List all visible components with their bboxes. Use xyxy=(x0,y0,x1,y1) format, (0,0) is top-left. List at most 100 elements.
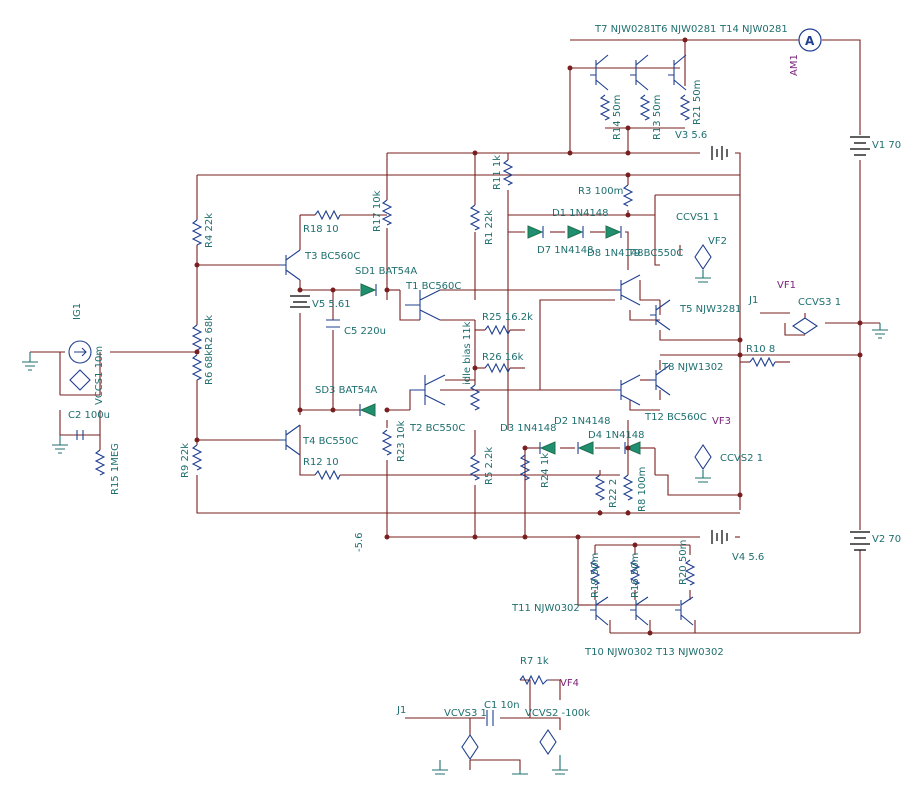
resistor-r22 xyxy=(594,474,606,501)
diode-d7 xyxy=(527,225,544,239)
diode-sd1 xyxy=(360,283,377,297)
resistor-r20 xyxy=(684,559,696,586)
transistor-t3 xyxy=(280,249,301,281)
label-t11: T11 NJW0302 xyxy=(511,603,580,614)
label-c2: C2 100u xyxy=(68,410,110,421)
label-neg: -5.6 xyxy=(354,532,365,552)
label-d1: D1 1N4148 xyxy=(552,208,609,219)
source-ccvs2 xyxy=(694,444,712,470)
label-vcvs3: VCVS3 1 xyxy=(444,708,487,719)
battery-v2 xyxy=(850,531,870,551)
label-am1: AM1 xyxy=(789,54,800,76)
label-t2: T2 BC550C xyxy=(409,423,465,434)
resistor-r13 xyxy=(639,94,651,121)
label-r23: R23 10k xyxy=(396,420,407,462)
capacitors xyxy=(76,319,494,726)
capacitor-c1 xyxy=(486,710,494,726)
resistor-r1 xyxy=(469,204,481,231)
transistor-t4 xyxy=(280,424,301,456)
label-t12: T12 BC560C xyxy=(644,412,707,423)
resistor-r23 xyxy=(381,429,393,456)
controlled-sources xyxy=(68,244,818,760)
label-v1: V1 70 xyxy=(872,140,901,151)
label-d3: D3 1N4148 xyxy=(500,423,557,434)
resistor-r10 xyxy=(749,356,776,368)
label-vccs1: VCCS1 10m xyxy=(94,346,105,405)
transistor-t11 xyxy=(590,596,609,626)
label-t6: T6 NJW0281 xyxy=(654,24,716,35)
resistor-r16 xyxy=(629,559,641,586)
label-d4: D4 1N4148 xyxy=(588,430,645,441)
label-r12: R12 10 xyxy=(303,457,339,468)
label-ccvs2: CCVS2 1 xyxy=(720,453,763,464)
diode-d8 xyxy=(567,225,584,239)
battery-v4 xyxy=(711,530,728,544)
capacitor-c2 xyxy=(76,430,84,440)
label-sd3: SD3 BAT54A xyxy=(315,385,377,396)
resistor-r14 xyxy=(599,94,611,121)
label-r9: R9 22k xyxy=(180,443,191,478)
label-j1b: J1 xyxy=(396,705,406,716)
resistor-r6 xyxy=(191,354,203,381)
label-r17: R17 10k xyxy=(372,190,383,232)
label-t5: T5 NJW3281 xyxy=(679,304,741,315)
transistor-t14 xyxy=(668,54,687,91)
label-r8: R8 100m xyxy=(637,467,648,512)
resistor-idle xyxy=(469,384,481,411)
label-vcvs2: VCVS2 -100k xyxy=(525,708,590,719)
resistor-r8 xyxy=(622,474,634,501)
source-vcvs2 xyxy=(539,729,557,755)
resistor-r3 xyxy=(622,184,634,207)
transistors xyxy=(280,54,694,626)
diode-d4 xyxy=(624,441,641,455)
resistors xyxy=(94,94,776,686)
resistor-r2 xyxy=(191,324,203,351)
capacitor-c5 xyxy=(326,319,340,328)
label-t3: T3 BC560C xyxy=(304,251,360,262)
label-r13: R13 50m xyxy=(652,95,663,140)
batteries xyxy=(290,136,870,551)
ammeter-am1: A xyxy=(798,28,822,52)
resistor-r26 xyxy=(484,362,511,374)
label-ccvs3: CCVS3 1 xyxy=(798,297,841,308)
transistor-t10 xyxy=(630,596,649,626)
wires xyxy=(30,39,880,770)
label-r10: R10 8 xyxy=(746,344,775,355)
label-t7: T7 NJW0281 xyxy=(594,24,656,35)
label-d2: D2 1N4148 xyxy=(554,416,611,427)
battery-v5 xyxy=(290,295,310,308)
diode-d2 xyxy=(577,441,594,455)
resistor-r7 xyxy=(519,674,550,686)
label-r22: R22 2 xyxy=(608,479,619,508)
source-vccs1 xyxy=(69,369,91,391)
battery-v3 xyxy=(711,146,728,160)
resistor-r12 xyxy=(314,469,341,481)
transistor-t1 xyxy=(405,289,441,321)
source-ccvs1 xyxy=(694,244,712,270)
label-r3: R3 100m xyxy=(578,186,623,197)
label-vf1: VF1 xyxy=(777,280,796,291)
resistor-r9 xyxy=(191,444,203,471)
resistor-r25 xyxy=(484,324,511,336)
resistor-r24 xyxy=(519,454,531,481)
resistor-r4 xyxy=(191,219,203,246)
transistor-t13 xyxy=(675,596,694,626)
label-v2: V2 70 xyxy=(872,534,901,545)
label-r11: R11 1k xyxy=(492,155,503,190)
label-t1: T1 BC560C xyxy=(405,281,461,292)
label-d8: D8 1N4148 xyxy=(587,248,644,259)
transistor-t6 xyxy=(630,54,649,91)
label-r14: R14 50m xyxy=(612,95,623,140)
label-r6: R6 68k xyxy=(204,350,215,385)
transistor-t9 xyxy=(615,274,641,306)
label-t14: T14 NJW0281 xyxy=(719,24,788,35)
label-vf4: VF4 xyxy=(560,678,579,689)
label-r24: R24 1k xyxy=(540,453,551,488)
label-r4: R4 22k xyxy=(204,213,215,248)
resistor-r17 xyxy=(381,199,393,226)
label-r19: R19 50m xyxy=(590,553,601,598)
label-ccvs1: CCVS1 1 xyxy=(676,212,719,223)
label-t9: T9 BC550C xyxy=(627,248,683,259)
diode-d1 xyxy=(605,225,622,239)
